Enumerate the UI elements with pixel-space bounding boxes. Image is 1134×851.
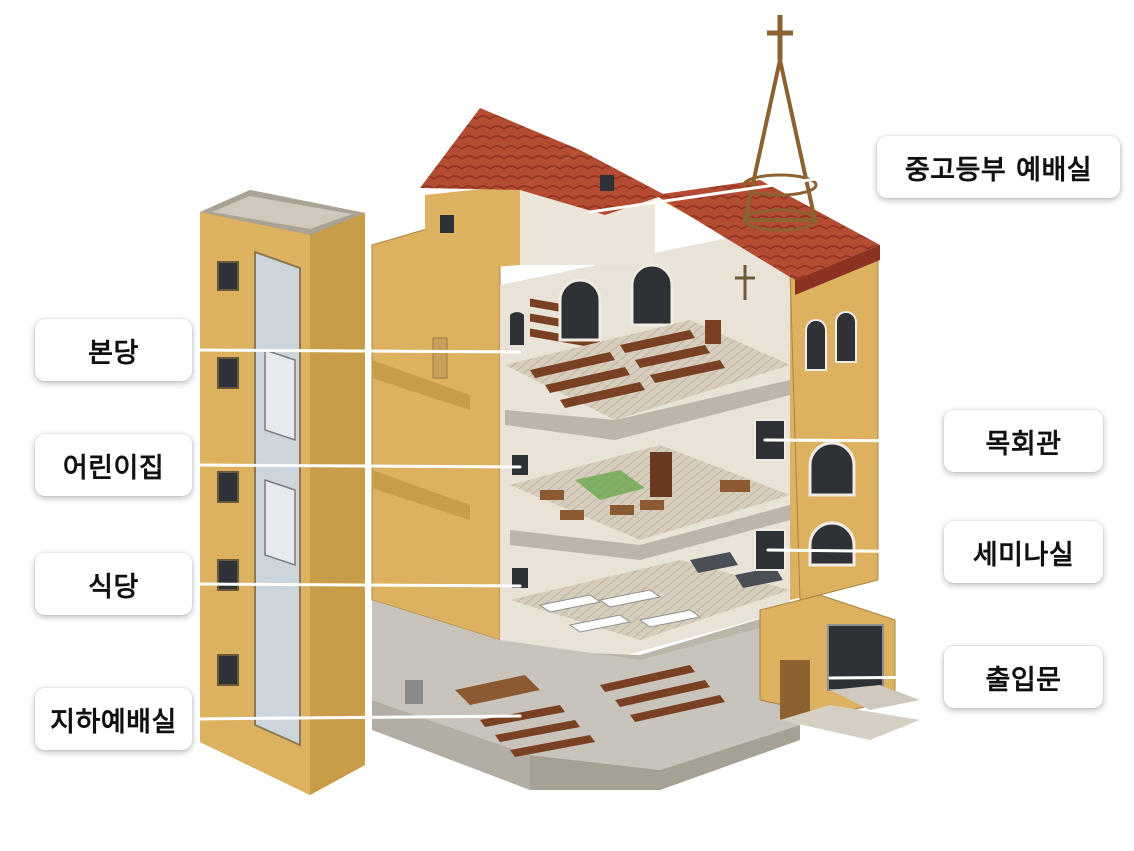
- leader-line-dining-hall: [190, 582, 522, 588]
- label-text: 목회관: [985, 428, 1062, 460]
- label-text: 어린이집: [62, 452, 165, 484]
- label-pastoral-hall: 목회관: [944, 410, 1103, 472]
- label-youth-worship-room: 중고등부 예배실: [877, 136, 1120, 198]
- leader-lines: [190, 168, 946, 721]
- label-text: 지하예배실: [50, 706, 177, 738]
- label-seminar-room: 세미나실: [944, 521, 1103, 583]
- sanctuary-pews: [530, 330, 725, 408]
- label-text: 세미나실: [972, 539, 1075, 571]
- sanctuary-windows: [510, 263, 674, 345]
- label-text: 출입문: [985, 664, 1062, 696]
- label-entrance: 출입문: [944, 646, 1103, 708]
- label-text: 식당: [88, 571, 139, 603]
- label-basement-worship-room: 지하예배실: [35, 688, 192, 750]
- leader-line-pastoral-hall: [763, 438, 946, 443]
- label-text: 중고등부 예배실: [904, 154, 1093, 186]
- main-building: [371, 108, 800, 790]
- label-dining-hall: 식당: [35, 553, 192, 615]
- leader-line-youth-worship: [588, 168, 879, 214]
- basement-pews: [480, 665, 725, 757]
- leader-line-entrance: [828, 675, 946, 680]
- leader-line-seminar-room: [766, 548, 946, 554]
- elevator-tower: [200, 190, 365, 795]
- leader-line-main-sanctuary: [190, 348, 522, 354]
- label-main-sanctuary: 본당: [35, 319, 192, 381]
- bell-tower: [655, 15, 920, 740]
- label-kindergarten: 어린이집: [35, 434, 192, 496]
- leader-line-kindergarten: [190, 463, 522, 469]
- leader-line-basement-worship: [190, 714, 522, 721]
- label-text: 본당: [88, 337, 139, 369]
